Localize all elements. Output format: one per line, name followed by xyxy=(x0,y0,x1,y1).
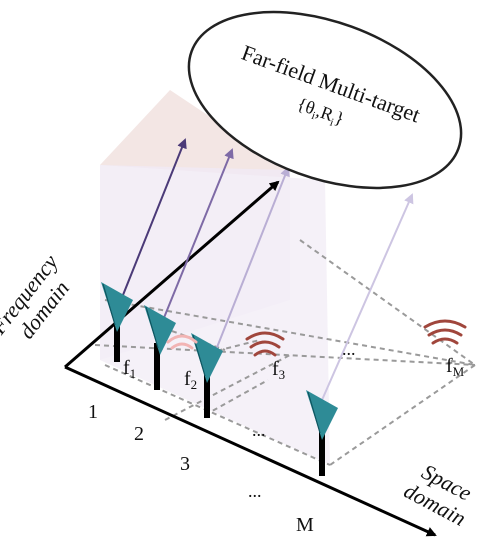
beam-arrow-1 xyxy=(116,138,187,311)
beam-arrow-m xyxy=(321,193,414,401)
frequency-axis xyxy=(64,180,280,369)
ellipsis-grid: ... xyxy=(252,420,266,440)
space-plane xyxy=(100,165,330,465)
freq-label-2: f2 xyxy=(184,368,197,392)
ellipsis-frequency: ... xyxy=(342,339,356,359)
signal-wave-icon-3 xyxy=(245,331,285,357)
signal-wave-icon-2 xyxy=(166,334,198,350)
space-axis xyxy=(64,365,437,537)
frequency-axis-title: Frequency domain xyxy=(0,250,74,344)
antenna-1 xyxy=(101,282,133,362)
far-field-target-ellipse xyxy=(187,10,463,190)
freq-label-3: f3 xyxy=(272,358,285,382)
freq-label-m: fM xyxy=(446,355,465,379)
space-tick-1: 1 xyxy=(88,401,98,423)
space-tick-2: 2 xyxy=(134,423,144,445)
space-tick-m: M xyxy=(296,514,314,536)
antenna-m xyxy=(306,390,338,476)
beam-arrow-3 xyxy=(209,166,290,366)
target-params: {θi,Ri} xyxy=(294,94,347,132)
space-axis-title: Space domain xyxy=(400,459,476,531)
ellipsis-space: ... xyxy=(248,481,262,501)
beam-arrow-2 xyxy=(156,148,234,336)
freq-label-1: f1 xyxy=(123,357,136,381)
signal-wave-icon-m xyxy=(423,319,467,345)
antenna-2 xyxy=(144,305,176,390)
space-tick-3: 3 xyxy=(180,453,190,475)
